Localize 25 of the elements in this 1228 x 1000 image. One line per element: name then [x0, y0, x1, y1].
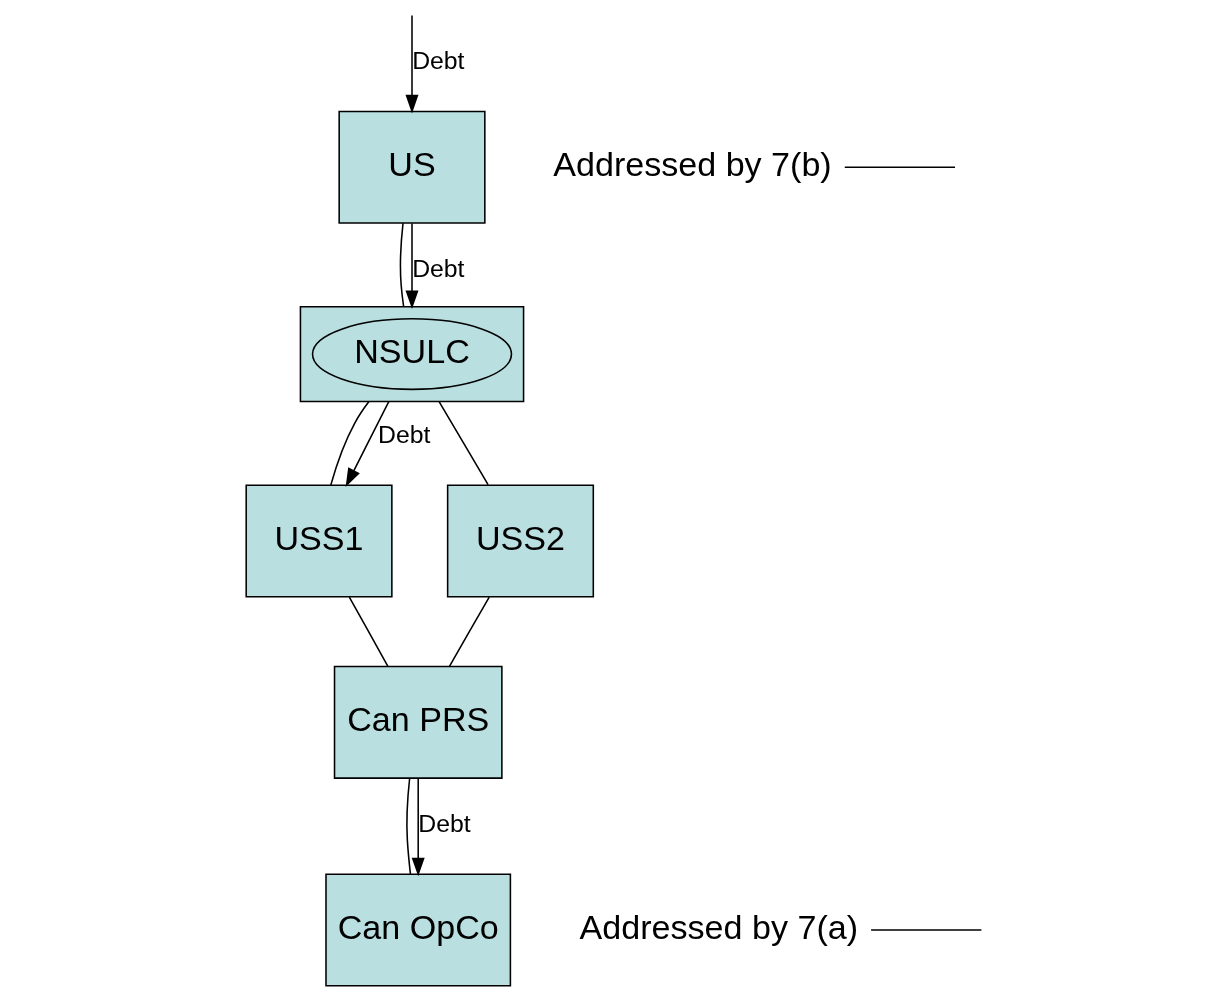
- arrow: [405, 14, 419, 114]
- node-box: Can OpCo: [324, 873, 511, 987]
- node-text: Addressed by 7(b): [552, 144, 832, 183]
- connector: [329, 400, 370, 486]
- connector: [399, 222, 404, 308]
- arrow: [411, 777, 425, 877]
- edge-label: Debt: [411, 47, 465, 75]
- node-box: US: [337, 110, 486, 224]
- node-text: Addressed by 7(a): [579, 907, 858, 946]
- node-box: USS1: [244, 484, 393, 598]
- connector: [843, 166, 956, 168]
- arrow: [345, 400, 390, 487]
- edge-label: Debt: [411, 254, 465, 282]
- edge-label: Debt: [377, 421, 430, 449]
- node-box: USS2: [446, 484, 594, 598]
- node-box: Can PRS: [333, 665, 503, 779]
- cluster: [299, 305, 524, 403]
- connector: [448, 596, 490, 667]
- connector: [348, 596, 389, 667]
- connector: [405, 777, 411, 875]
- connector: [437, 400, 489, 486]
- arrow: [405, 222, 419, 309]
- connector: [869, 929, 982, 931]
- node-ellipse: NSULC: [311, 318, 512, 391]
- edge-label: Debt: [417, 810, 471, 838]
